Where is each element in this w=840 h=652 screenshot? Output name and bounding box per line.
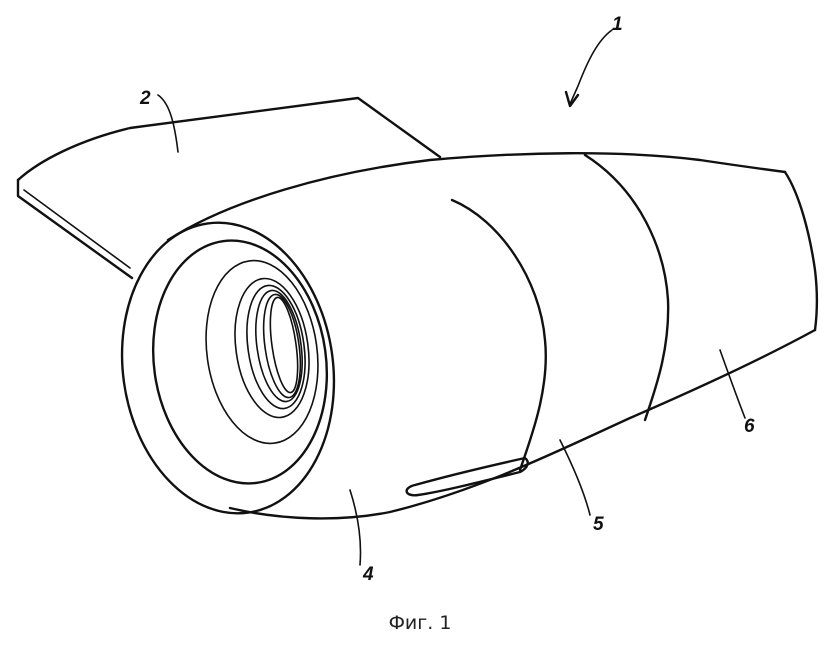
label-pylon: 2	[139, 88, 151, 109]
label-rear-section: 6	[744, 416, 755, 437]
pylon	[16, 96, 442, 280]
label-fan-cowl: 5	[593, 514, 604, 535]
fan-rear-seam	[583, 153, 670, 422]
inlet-fan-seam	[450, 198, 547, 472]
leader-lines	[157, 29, 746, 566]
reference-numerals: 1 2 4 5 6	[139, 14, 755, 585]
leader-2	[157, 94, 179, 153]
leader-6	[719, 349, 746, 419]
section-divisions	[450, 153, 670, 472]
leader-5	[559, 439, 591, 516]
leader-1-arrow	[564, 90, 580, 108]
cowl-slot	[405, 456, 529, 497]
nacelle-body	[166, 152, 819, 520]
label-assembly: 1	[612, 14, 623, 35]
leader-1	[569, 29, 613, 105]
figure-caption: Фиг. 1	[388, 612, 452, 634]
label-inlet-cowl: 4	[362, 564, 374, 585]
leader-4	[349, 489, 362, 566]
inlet	[120, 221, 336, 515]
